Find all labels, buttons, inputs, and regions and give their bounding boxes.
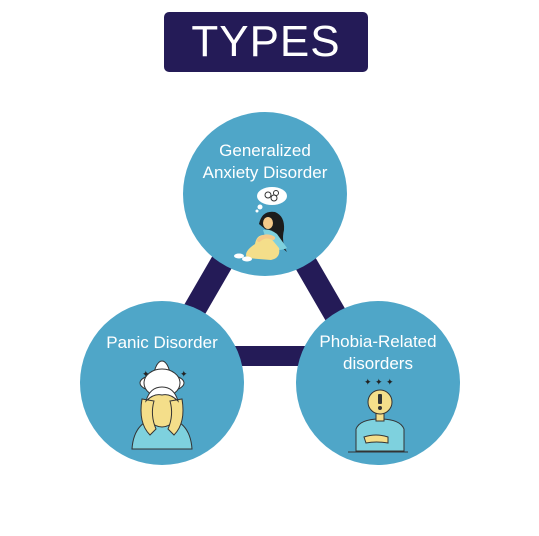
node-generalized-anxiety: Generalized Anxiety Disorder: [183, 112, 347, 276]
svg-text:✦: ✦: [375, 378, 383, 388]
node-phobia-related: Phobia-Related disorders ✦ ✦ ✦: [296, 301, 460, 465]
node-label: Phobia-Related disorders: [319, 332, 437, 373]
connector-top-right: [294, 255, 347, 323]
head-in-hands-person-icon: ✦ ✦ ✦: [131, 360, 193, 450]
node-label: Panic Disorder: [106, 333, 218, 352]
title-banner: TYPES: [164, 12, 368, 72]
svg-text:✦: ✦: [142, 370, 150, 380]
connector-bottom: [230, 346, 310, 366]
svg-text:✦: ✦: [180, 370, 188, 380]
title-text: TYPES: [191, 17, 341, 66]
svg-text:✦: ✦: [386, 378, 394, 388]
node-panic-disorder: Panic Disorder ✦ ✦ ✦: [80, 301, 244, 465]
connector-top-left: [180, 255, 233, 323]
node-label: Generalized Anxiety Disorder: [202, 141, 328, 182]
exclamation-head-person-icon: ✦ ✦ ✦: [348, 378, 408, 453]
sitting-worried-person-icon: [234, 187, 287, 262]
svg-text:✦: ✦: [364, 378, 372, 388]
